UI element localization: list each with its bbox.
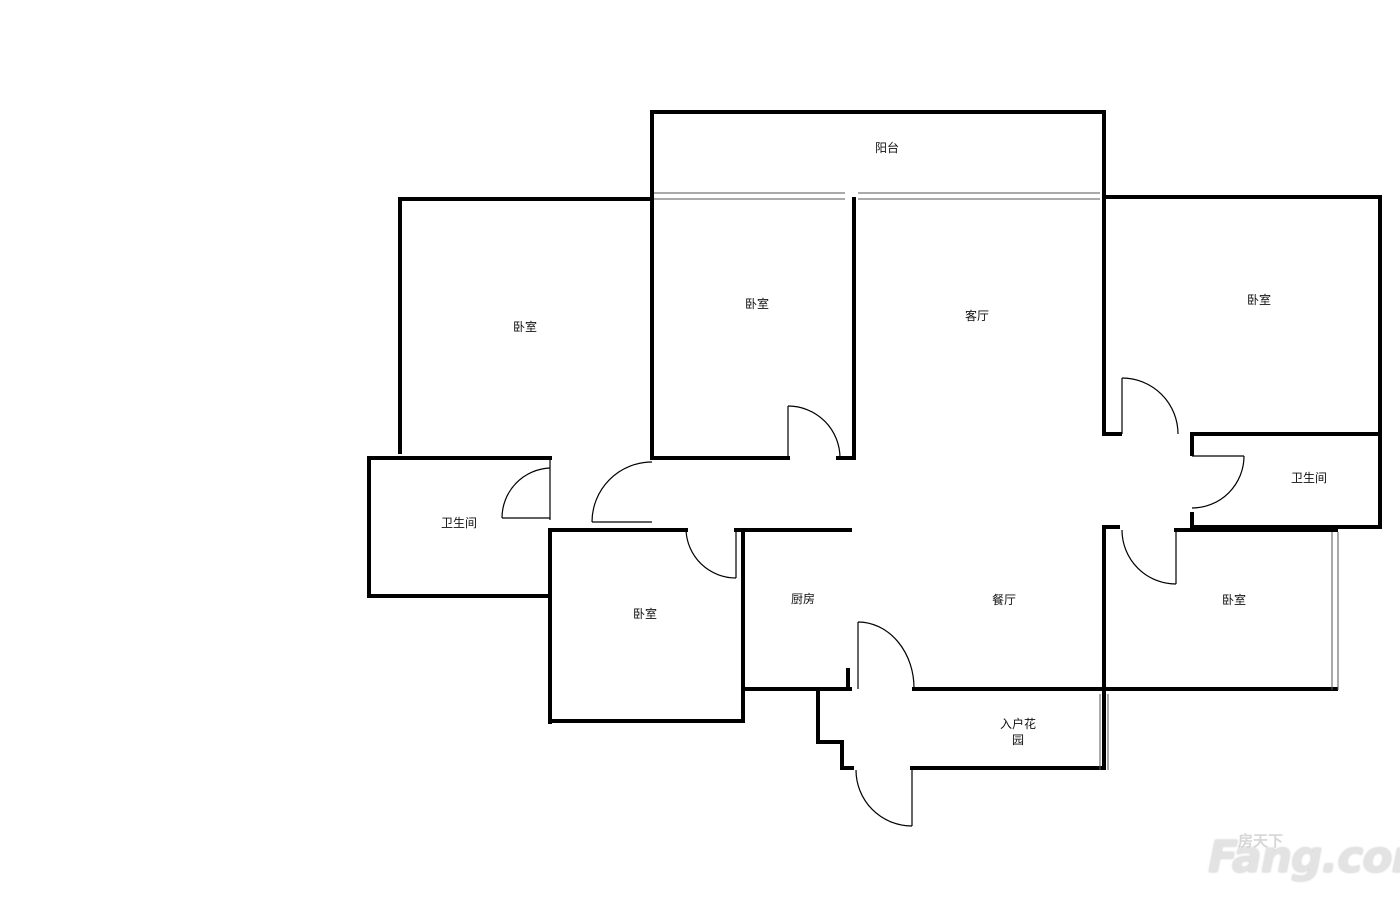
door-bedroom-mid — [787, 405, 841, 459]
kitchen-walls — [741, 668, 852, 691]
watermark-sub: 房天下 — [1238, 832, 1284, 850]
room-label-bedroom-mid: 卧室 — [744, 297, 770, 311]
bedroom-southwest-walls — [548, 528, 852, 723]
door-bedroom-southwest — [685, 529, 737, 579]
door-bathroom-east — [1191, 455, 1245, 509]
door-corridor — [591, 461, 653, 523]
door-bedroom-southeast — [1121, 529, 1177, 585]
bedroom-mid-walls — [650, 197, 856, 460]
door-bedroom-east — [1121, 377, 1179, 435]
room-label-bedroom-southeast: 卧室 — [1221, 593, 1247, 607]
room-label-entrance-garden: 入户花园 — [999, 717, 1036, 747]
bedroom-west-walls — [398, 197, 654, 460]
door-dining — [857, 621, 915, 690]
room-label-bathroom-west: 卫生间 — [440, 516, 478, 530]
room-label-living-room: 客厅 — [964, 309, 990, 323]
bathroom-west-walls — [367, 456, 552, 724]
watermark-logo: Fang.com — [1208, 832, 1400, 883]
bedroom-east-walls — [1102, 194, 1382, 529]
balcony-walls — [650, 110, 1106, 198]
room-label-bedroom-east: 卧室 — [1246, 293, 1272, 307]
room-label-kitchen: 厨房 — [790, 592, 816, 606]
room-label-bedroom-southwest: 卧室 — [632, 607, 658, 621]
room-label-balcony: 阳台 — [874, 141, 900, 155]
room-label-bathroom-east: 卫生间 — [1290, 471, 1328, 485]
door-entrance — [855, 769, 913, 827]
bedroom-southeast-walls — [1102, 525, 1339, 692]
bathroom-east-walls — [1190, 432, 1382, 529]
door-bathroom-west — [501, 460, 551, 520]
room-label-bedroom-west: 卧室 — [512, 320, 538, 334]
room-label-dining-room: 餐厅 — [991, 593, 1017, 607]
balcony-window — [654, 192, 1100, 200]
entrance-garden-walls — [816, 687, 1109, 770]
